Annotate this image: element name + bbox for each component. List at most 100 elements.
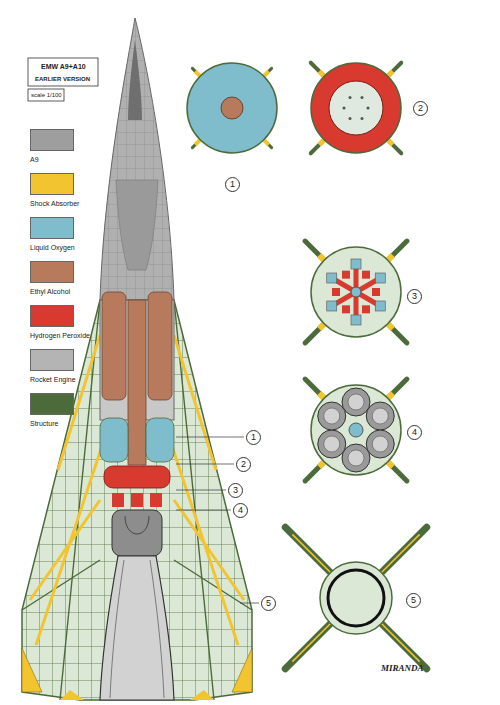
cross-section bbox=[362, 271, 370, 279]
legend-holder: A9 bbox=[30, 156, 39, 164]
legend-swatch bbox=[30, 349, 74, 371]
legend-swatch bbox=[30, 261, 74, 283]
title-frame bbox=[28, 89, 64, 101]
scale-note: scale 1/100 bbox=[31, 92, 62, 99]
title-frame bbox=[28, 58, 98, 101]
legend-text: Shock Absorber bbox=[30, 200, 79, 208]
label-holder: scale 1/100 bbox=[31, 92, 62, 99]
leader-line bbox=[176, 437, 259, 603]
legend-holder: Shock Absorber bbox=[30, 200, 79, 208]
fin-structure bbox=[22, 300, 252, 700]
callout-number: 1 bbox=[230, 179, 235, 189]
legend-swatch bbox=[30, 173, 74, 195]
a9-stage bbox=[128, 40, 142, 120]
cross-section bbox=[343, 107, 346, 110]
rocket-engine bbox=[100, 510, 174, 700]
callout-circle: 5 bbox=[261, 596, 276, 611]
cross-section bbox=[348, 450, 364, 466]
callout-circle: 2 bbox=[236, 457, 251, 472]
shock-absorber bbox=[232, 648, 252, 692]
cross-section bbox=[311, 385, 401, 475]
signature: MIRANDA bbox=[381, 663, 424, 673]
cross-section bbox=[285, 527, 334, 576]
cross-section bbox=[349, 96, 352, 99]
cross-section bbox=[362, 305, 370, 313]
cross-section bbox=[318, 430, 346, 458]
ethyl-alcohol-tank bbox=[148, 292, 172, 400]
legend-holder: Rocket Engine bbox=[30, 376, 76, 384]
callout-number: 5 bbox=[266, 598, 271, 608]
shock-absorber bbox=[22, 648, 42, 692]
cross-section bbox=[351, 287, 361, 297]
callout-number: 1 bbox=[251, 432, 256, 442]
legend-text: Hydrogen Peroxide bbox=[30, 332, 90, 340]
hydrogen-peroxide-tank bbox=[104, 466, 170, 488]
fin-structure bbox=[22, 300, 252, 700]
legend-text: Ethyl Alcohol bbox=[30, 288, 70, 296]
cross-section bbox=[342, 388, 370, 416]
callout-number: 2 bbox=[241, 459, 246, 469]
cross-section bbox=[377, 619, 426, 668]
rocket-engine bbox=[110, 560, 164, 698]
cross-section bbox=[366, 402, 394, 430]
cross-section bbox=[221, 97, 243, 119]
legend-swatch bbox=[30, 393, 74, 415]
callout-number: 4 bbox=[412, 427, 417, 437]
cross-section bbox=[187, 63, 277, 153]
cross-section bbox=[381, 623, 419, 661]
hydrogen-peroxide-tank bbox=[131, 493, 143, 507]
callout-circle: 5 bbox=[406, 593, 421, 608]
cross-section bbox=[320, 562, 392, 634]
cross-section bbox=[328, 570, 384, 626]
shock-absorber bbox=[190, 690, 214, 700]
cross-section bbox=[311, 63, 401, 153]
cross-section bbox=[372, 408, 388, 424]
cross-section bbox=[327, 301, 337, 311]
cross-section bbox=[372, 436, 388, 452]
callout-number: 4 bbox=[238, 505, 243, 515]
legend-holder: Hydrogen Peroxide bbox=[30, 332, 90, 340]
cross-section bbox=[375, 273, 385, 283]
callout-circle: 1 bbox=[246, 430, 261, 445]
leader-line bbox=[176, 437, 259, 603]
cross-section bbox=[375, 301, 385, 311]
callout-circle: 2 bbox=[413, 101, 428, 116]
shock-absorber bbox=[60, 690, 84, 700]
cross-section bbox=[285, 619, 334, 668]
callout-circle: 4 bbox=[233, 503, 248, 518]
cross-section bbox=[377, 527, 426, 576]
title-frame bbox=[28, 58, 98, 86]
callout-number: 3 bbox=[412, 291, 417, 301]
hydrogen-peroxide-tank bbox=[104, 466, 170, 507]
legend-text: A9 bbox=[30, 156, 39, 164]
ethyl-alcohol-tank bbox=[128, 300, 146, 465]
a9-stage bbox=[100, 18, 174, 300]
ethyl-alcohol-tank bbox=[102, 292, 126, 400]
legend-holder: Structure bbox=[30, 420, 58, 428]
hydrogen-peroxide-tank bbox=[112, 493, 124, 507]
liquid-oxygen-tank bbox=[100, 418, 128, 462]
callout-circle: 1 bbox=[225, 177, 240, 192]
cross-section bbox=[292, 623, 330, 661]
label-holder: EARLIER VERSION bbox=[35, 76, 90, 83]
cross-section bbox=[367, 107, 370, 110]
cross-section bbox=[349, 117, 352, 120]
callout-circle: 4 bbox=[407, 425, 422, 440]
cross-section bbox=[342, 271, 350, 279]
legend-swatch bbox=[30, 129, 74, 151]
hydrogen-peroxide-tank bbox=[150, 493, 162, 507]
fin-structure bbox=[22, 300, 252, 700]
cross-section bbox=[366, 430, 394, 458]
cross-section bbox=[318, 402, 346, 430]
rocket-engine bbox=[112, 510, 162, 556]
subtitle: EARLIER VERSION bbox=[35, 76, 90, 83]
label-holder: MIRANDA bbox=[381, 663, 424, 673]
cross-section bbox=[351, 315, 361, 325]
cross-section bbox=[324, 408, 340, 424]
liquid-oxygen-tank bbox=[146, 418, 174, 462]
title: EMW A9+A10 bbox=[41, 63, 86, 71]
fin-structure bbox=[22, 300, 252, 700]
legend-text: Rocket Engine bbox=[30, 376, 76, 384]
rocket-engine bbox=[100, 556, 174, 700]
